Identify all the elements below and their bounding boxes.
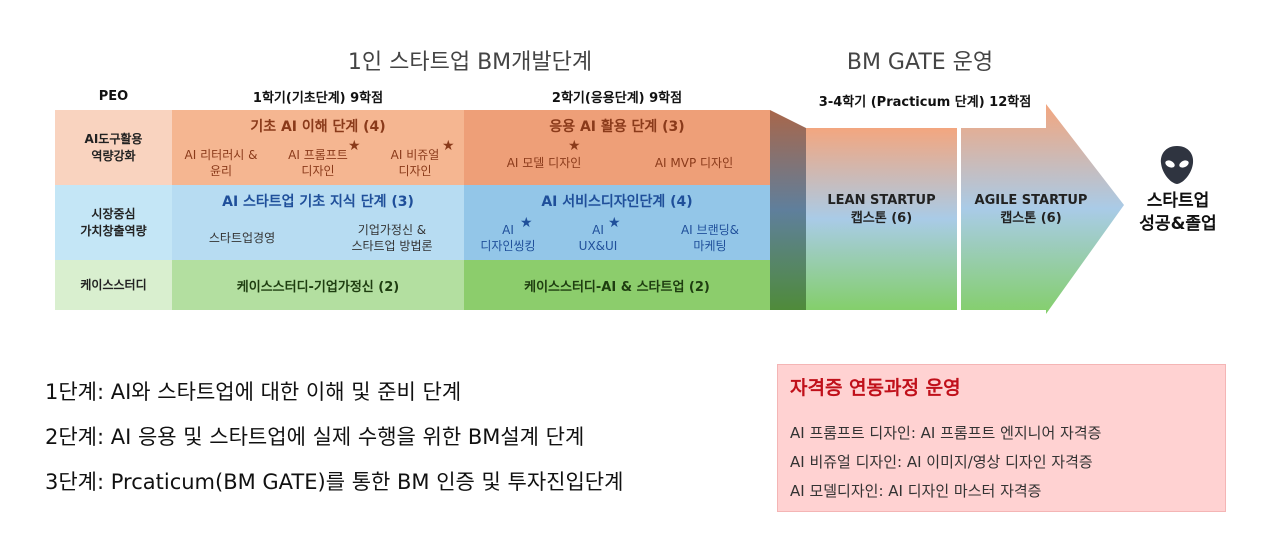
row3-stage2-cell: 케이스스터디-AI & 스타트업 (2) — [464, 260, 770, 310]
row-label-ai-tools: AI도구활용 역량강화 — [55, 110, 172, 185]
entrepreneurship-item: 기업가정신 & 스타트업 방법론 — [351, 222, 433, 253]
bm-gate-title: BM GATE 운영 — [846, 50, 994, 75]
agile-startup-capstone: AGILE STARTUP 캡스톤 (6) — [974, 192, 1088, 226]
lean-startup-capstone: LEAN STARTUP 캡스톤 (6) — [827, 192, 936, 226]
lean-segment — [806, 128, 957, 310]
agile-arrow-head — [961, 104, 1124, 314]
ai-model-item: AI 모델 디자인 — [506, 155, 582, 170]
certification-line: AI 프롬프트 디자인: AI 프롬프트 엔지니어 자격증 — [790, 424, 1102, 442]
row1-stage2-cell: 응용 AI 활용 단계 (3) ★ AI 모델 디자인 AI MVP 디자인 — [464, 110, 770, 185]
certification-line: AI 모델디자인: AI 디자인 마스터 자격증 — [790, 482, 1042, 500]
star-icon: ★ — [608, 215, 621, 231]
row2-stage1-cell: AI 스타트업 기초 지식 단계 (3) 스타트업경영 기업가정신 & 스타트업… — [172, 185, 464, 260]
row1-stage2-title: 응용 AI 활용 단계 (3) — [549, 119, 685, 135]
ai-visual-item: AI 비쥬얼 디자인 — [390, 147, 440, 178]
row2-stage1-title: AI 스타트업 기초 지식 단계 (3) — [222, 194, 414, 210]
certification-line: AI 비쥬얼 디자인: AI 이미지/영상 디자인 자격증 — [790, 453, 1093, 471]
ai-ux-ui-item: AI UX&UI — [578, 222, 618, 253]
ai-mvp-item: AI MVP 디자인 — [654, 155, 734, 170]
row1-stage1-cell: 기초 AI 이해 단계 (4) AI 리터러시 & 윤리 AI 프롬프트 디자인… — [172, 110, 464, 185]
row3-stage1-cell: 케이스스터디-기업가정신 (2) — [172, 260, 464, 310]
arrow-fold-shadow — [770, 110, 806, 310]
startup-management-item: 스타트업경영 — [208, 230, 276, 245]
ai-design-thinking-item: AI 디자인씽킹 — [480, 222, 536, 253]
star-icon: ★ — [568, 138, 581, 154]
step-1: 1단계: AI와 스타트업에 대한 이해 및 준비 단계 — [45, 380, 462, 404]
development-stage-title: 1인 스타트업 BM개발단계 — [347, 50, 593, 75]
semester2-header: 2학기(응용단계) 9학점 — [551, 90, 683, 106]
step-3: 3단계: Prcaticum(BM GATE)를 통한 BM 인증 및 투자진입… — [45, 470, 624, 494]
row1-stage1-title: 기초 AI 이해 단계 (4) — [250, 119, 386, 135]
row-label-case-study: 케이스스터디 — [55, 260, 172, 310]
certification-title: 자격증 연동과정 운영 — [790, 377, 961, 399]
peo-header: PEO — [98, 88, 129, 104]
ai-literacy-item: AI 리터러시 & 윤리 — [184, 147, 258, 178]
step-2: 2단계: AI 응용 및 스타트업에 실제 수행을 위한 BM설계 단계 — [45, 425, 585, 449]
ai-branding-item: AI 브랜딩& 마케팅 — [680, 222, 740, 253]
alien-icon — [1160, 146, 1194, 184]
ai-prompt-item: AI 프롬프트 디자인 — [288, 147, 348, 178]
row-label-market: 시장중심 가치창출역량 — [55, 185, 172, 260]
star-icon: ★ — [442, 138, 455, 154]
semester1-header: 1학기(기초단계) 9학점 — [252, 90, 384, 106]
goal-text: 스타트업 성공&졸업 — [1139, 191, 1217, 234]
semester34-header: 3-4학기 (Practicum 단계) 12학점 — [818, 94, 1032, 110]
row2-stage2-title: AI 서비스디자인단계 (4) — [541, 194, 693, 210]
row2-stage2-cell: AI 서비스디자인단계 (4) AI 디자인씽킹 ★ AI UX&UI ★ AI… — [464, 185, 770, 260]
star-icon: ★ — [520, 215, 533, 231]
star-icon: ★ — [348, 138, 361, 154]
certification-box: 자격증 연동과정 운영 AI 프롬프트 디자인: AI 프롬프트 엔지니어 자격… — [777, 364, 1226, 512]
